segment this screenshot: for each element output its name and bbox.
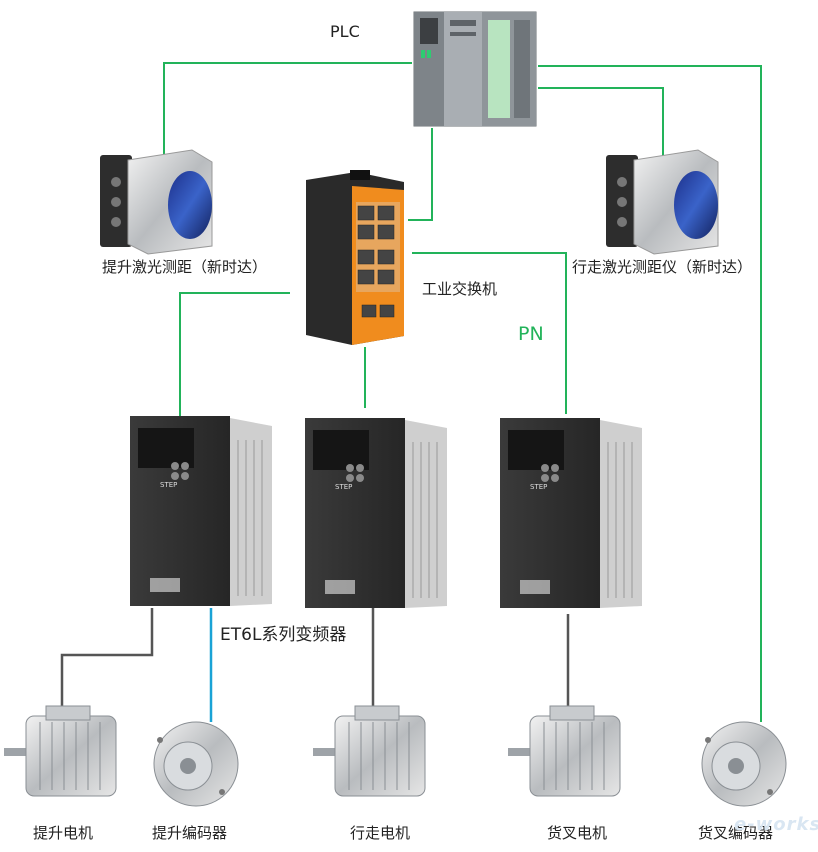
- vfd-3: STEP: [500, 418, 642, 608]
- line-plc-encoder-fork: [538, 65, 762, 722]
- vfd-1: STEP: [130, 416, 272, 606]
- plc-label: PLC: [330, 22, 360, 41]
- laser-lift-label: 提升激光测距（新时达）: [102, 258, 268, 276]
- vfd-brand-3: STEP: [530, 483, 547, 491]
- motor-fork-label: 货叉电机: [547, 824, 608, 842]
- laser-travel-label: 行走激光测距仪（新时达）: [572, 258, 753, 276]
- watermark: e-works: [734, 814, 818, 835]
- connection-lines: [60, 62, 762, 722]
- encoder-fork-device: [701, 721, 787, 807]
- vfd-brand-1: STEP: [160, 481, 177, 489]
- vfd-series-label: ET6L系列变频器: [220, 625, 347, 645]
- line-plc-laser-travel: [538, 87, 664, 160]
- line-plc-switch: [408, 128, 433, 221]
- plc-device: [413, 11, 537, 127]
- switch-label: 工业交换机: [422, 280, 498, 298]
- laser-lift-device: [100, 149, 213, 255]
- pn-label: PN: [518, 323, 544, 345]
- laser-travel-device: [606, 149, 719, 255]
- motor-fork-device: [508, 705, 621, 797]
- motor-lift-label: 提升电机: [33, 824, 94, 842]
- vfd-brand-2: STEP: [335, 483, 352, 491]
- motor-travel-label: 行走电机: [350, 824, 411, 842]
- encoder-lift-device: [153, 721, 239, 807]
- line-vfd1-motor-lift: [60, 608, 154, 710]
- line-switch-vfd3: [412, 252, 567, 414]
- line-plc-laser-lift: [163, 62, 412, 160]
- line-switch-vfd1: [179, 292, 290, 418]
- motor-travel-device: [313, 705, 426, 797]
- motor-lift-device: [4, 705, 117, 797]
- encoder-lift-label: 提升编码器: [152, 824, 228, 842]
- encoder-fork-label: 货叉编码器: [698, 824, 774, 842]
- switch-device: [306, 170, 404, 345]
- vfd-2: STEP: [305, 418, 447, 608]
